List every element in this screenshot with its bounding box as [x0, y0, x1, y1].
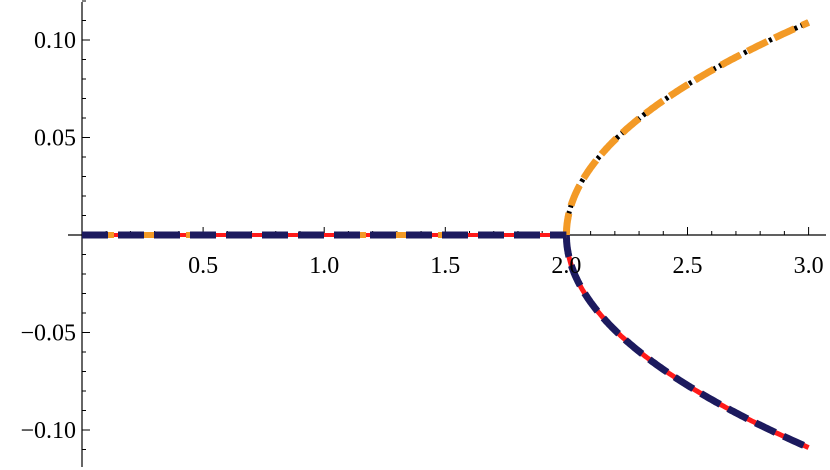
y-tick-label: 0.05: [34, 126, 76, 152]
x-tick-label: 2.5: [673, 253, 703, 279]
tick-labels: 0.5 1.0 1.5 2.0 2.5 3.0 −0.10 −0.05 0.05 0.10: [20, 28, 823, 444]
y-tick-label: 0.10: [34, 28, 76, 54]
x-tick-label: 0.5: [188, 253, 218, 279]
x-tick-label: 1.0: [309, 253, 339, 279]
x-tick-label: 2.0: [551, 253, 581, 279]
x-tick-label: 3.0: [794, 253, 824, 279]
lower-branch-dashed: [562, 235, 811, 451]
upper-branch-dashed: [562, 19, 811, 235]
y-tick-label: −0.05: [20, 321, 76, 347]
upper-branch-dotted: [563, 20, 810, 235]
curves: [82, 19, 811, 451]
x-tick-label: 1.5: [430, 253, 460, 279]
y-tick-label: −0.10: [20, 418, 76, 444]
